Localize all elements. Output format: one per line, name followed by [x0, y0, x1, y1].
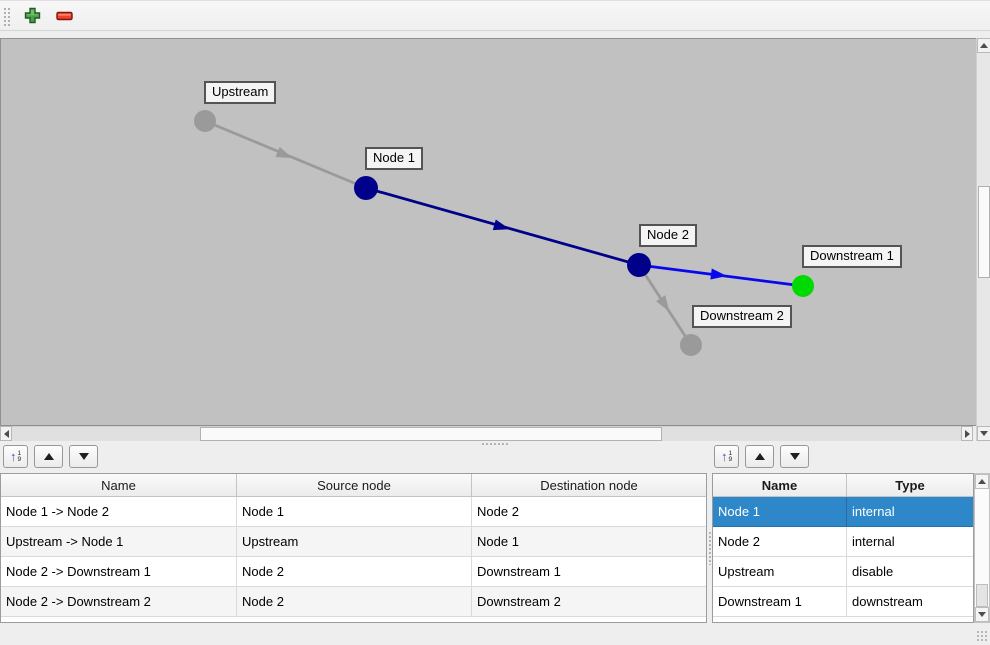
graph-canvas[interactable]: Upstream Node 1 Node 2 Downstream 1 Down… [0, 38, 976, 426]
table-row[interactable]: Node 2 -> Downstream 2 Node 2 Downstream… [1, 587, 706, 617]
nodes-move-up-button[interactable] [745, 445, 774, 468]
cell-destination: Node 1 [477, 534, 519, 549]
node-downstream1[interactable] [792, 275, 814, 297]
table-row-selected[interactable]: Node 1 internal [713, 497, 973, 527]
table-row[interactable]: Node 2 internal [713, 527, 973, 557]
node-label-downstream1[interactable]: Downstream 1 [802, 245, 902, 268]
cell-name: Downstream 1 [713, 587, 847, 616]
column-header-destination-node[interactable]: Destination node [540, 477, 638, 493]
cell-destination: Node 2 [477, 504, 519, 519]
cell-name: Node 1 -> Node 2 [1, 497, 237, 526]
table-row[interactable]: Node 2 -> Downstream 1 Node 2 Downstream… [1, 557, 706, 587]
cell-type: internal [852, 534, 895, 549]
splitter-grip-icon [707, 531, 712, 565]
plus-icon [24, 7, 40, 24]
nodes-move-down-button[interactable] [780, 445, 809, 468]
minus-icon [55, 11, 73, 20]
triangle-right-icon [964, 429, 970, 438]
node-upstream[interactable] [194, 110, 216, 132]
cell-type: downstream [852, 594, 923, 609]
scroll-up-button[interactable] [975, 474, 989, 489]
cell-name: Node 1 [713, 497, 847, 526]
column-header-type[interactable]: Type [895, 477, 925, 493]
cell-name: Upstream [713, 557, 847, 586]
main-toolbar [0, 1, 990, 31]
connections-table: Name Source node Destination node Node 1… [0, 473, 707, 623]
scrollbar-thumb[interactable] [976, 584, 988, 607]
cell-source: Node 2 [237, 587, 472, 616]
node-label-node2[interactable]: Node 2 [639, 224, 697, 247]
triangle-down-icon [980, 431, 988, 436]
cell-name: Node 2 [713, 527, 847, 556]
triangle-up-icon [754, 453, 765, 460]
connections-move-up-button[interactable] [34, 445, 63, 468]
scroll-up-button[interactable] [977, 38, 990, 53]
triangle-up-icon [978, 479, 986, 484]
triangle-down-icon [78, 453, 89, 460]
edge-arrow-icon [275, 146, 293, 159]
edge-arrow-icon [656, 295, 670, 312]
triangle-up-icon [43, 453, 54, 460]
nodes-table-header: Name Type [713, 474, 973, 497]
cell-name: Upstream -> Node 1 [1, 527, 237, 556]
add-button[interactable] [20, 4, 44, 28]
table-row[interactable]: Upstream disable [713, 557, 973, 587]
node-node2[interactable] [627, 253, 651, 277]
scroll-down-button[interactable] [975, 607, 989, 622]
toolbar-drag-handle[interactable] [3, 5, 11, 26]
edge-arrow-icon [492, 219, 510, 231]
table-row[interactable]: Node 1 -> Node 2 Node 1 Node 2 [1, 497, 706, 527]
node-node1[interactable] [354, 176, 378, 200]
connections-move-down-button[interactable] [69, 445, 98, 468]
window-resize-grip[interactable] [976, 630, 987, 642]
column-header-source-node[interactable]: Source node [237, 474, 472, 496]
triangle-up-icon [980, 43, 988, 48]
nodes-table-scrollbar[interactable] [974, 473, 990, 623]
cell-type: internal [852, 504, 895, 519]
remove-button[interactable] [52, 4, 76, 28]
scroll-right-button[interactable] [961, 426, 973, 441]
triangle-left-icon [3, 429, 9, 438]
triangle-down-icon [978, 612, 986, 617]
node-downstream2[interactable] [680, 334, 702, 356]
cell-destination: Downstream 2 [477, 594, 561, 609]
cell-name: Node 2 -> Downstream 1 [1, 557, 237, 586]
triangle-down-icon [789, 453, 800, 460]
node-label-node1[interactable]: Node 1 [365, 147, 423, 170]
table-row[interactable]: Downstream 1 downstream [713, 587, 973, 617]
cell-destination: Downstream 1 [477, 564, 561, 579]
nodes-table: Name Type Node 1 internal Node 2 interna… [712, 473, 974, 623]
cell-name: Node 2 -> Downstream 2 [1, 587, 237, 616]
horizontal-pane-splitter[interactable] [0, 441, 990, 446]
table-row[interactable]: Upstream -> Node 1 Upstream Node 1 [1, 527, 706, 557]
scroll-left-button[interactable] [0, 426, 12, 441]
vertical-pane-splitter[interactable] [707, 473, 712, 623]
connections-table-header: Name Source node Destination node [1, 474, 706, 497]
cell-source: Node 1 [237, 497, 472, 526]
graph-vertical-scrollbar[interactable] [976, 38, 990, 441]
edge-arrow-icon [710, 268, 727, 280]
cell-source: Node 2 [237, 557, 472, 586]
horizontal-scrollbar-thumb[interactable] [200, 427, 662, 441]
graph-horizontal-scrollbar[interactable] [0, 426, 973, 441]
column-header-name[interactable]: Name [713, 474, 847, 496]
scroll-down-button[interactable] [977, 426, 990, 441]
splitter-grip-icon [481, 441, 509, 446]
cell-type: disable [852, 564, 894, 579]
column-header-name[interactable]: Name [1, 474, 237, 496]
cell-source: Upstream [237, 527, 472, 556]
vertical-scrollbar-thumb[interactable] [978, 186, 990, 278]
node-label-upstream[interactable]: Upstream [204, 81, 277, 104]
node-label-downstream2[interactable]: Downstream 2 [692, 305, 792, 328]
graph-svg [194, 110, 814, 356]
